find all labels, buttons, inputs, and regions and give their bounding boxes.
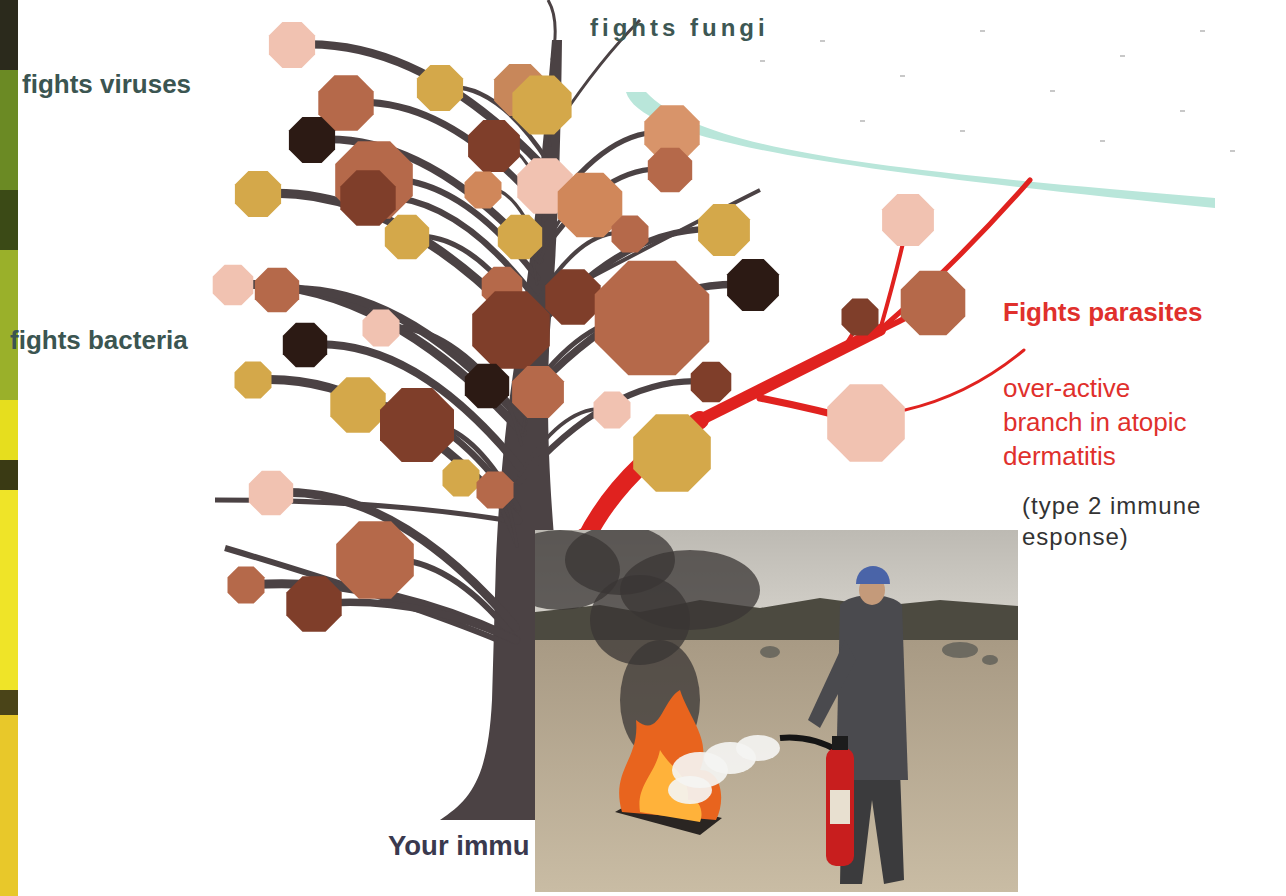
branch-label: fights viruses (22, 68, 282, 102)
leaf-octagon (468, 120, 520, 172)
leaf-octagon (472, 291, 550, 369)
leaf-octagon (842, 299, 879, 336)
man-helmet (856, 566, 890, 584)
speck (1200, 30, 1205, 32)
photo-ground (535, 640, 1018, 892)
leaf-octagon (213, 265, 254, 306)
strip-patch (0, 250, 18, 400)
speck (760, 60, 765, 62)
leaf-octagon (727, 259, 779, 311)
speck (820, 40, 825, 42)
branch-label: fights fungi (590, 12, 890, 43)
man-arm (808, 640, 856, 728)
strip-patch (0, 400, 18, 460)
leaf-octagon (698, 204, 750, 256)
leaf-octagon (249, 471, 293, 515)
speck (1120, 55, 1125, 57)
speck (900, 75, 905, 77)
leaf-octagon (228, 567, 265, 604)
callout-note: over-active branch in atopic dermatitis (1003, 372, 1213, 473)
leaf-octagon (691, 362, 732, 403)
strip-patch (0, 70, 18, 190)
tree-branch (314, 602, 516, 640)
leaf-octagon (380, 388, 454, 462)
leaf-octagon (648, 148, 692, 192)
extinguisher-spray (736, 735, 780, 761)
leaf-octagon (336, 521, 414, 599)
speck (1180, 110, 1185, 112)
extinguisher-label (830, 790, 850, 824)
speck (1230, 150, 1235, 152)
leaf-octagon (385, 215, 429, 259)
callout-note: (type 2 immune esponse) (1022, 490, 1222, 552)
tree-twig (548, 0, 555, 60)
leaf-octagon (283, 323, 327, 367)
leaf-octagon (443, 460, 480, 497)
leaf-octagon (235, 171, 281, 217)
leaf-octagon (465, 364, 509, 408)
leaf-octagon (477, 472, 514, 509)
photo-far-object (982, 655, 998, 665)
leaf-octagon (512, 75, 571, 134)
leaf-octagon (286, 576, 341, 631)
strip-patch (0, 490, 18, 690)
leaf-octagon (512, 366, 564, 418)
edge-photo-strip (0, 0, 18, 896)
extinguisher-spray (668, 776, 712, 804)
photo-far-object (942, 642, 978, 658)
diagram-title: Your immu (388, 828, 530, 864)
speck (980, 30, 985, 32)
swoosh-band (626, 92, 1215, 208)
leaf-octagon (545, 269, 600, 324)
extinguisher-body (826, 748, 854, 866)
photo-far-object (760, 646, 780, 658)
strip-patch (0, 690, 18, 715)
strip-patch (0, 715, 18, 896)
leaf-octagon (633, 414, 711, 492)
extinguisher-valve (832, 736, 848, 750)
speck (1100, 140, 1105, 142)
branch-label: Fights parasites (1003, 296, 1283, 330)
leaf-octagon (882, 194, 934, 246)
tree-twig (560, 20, 640, 120)
strip-patch (0, 0, 18, 70)
leaf-octagon (612, 216, 649, 253)
leaf-octagon (594, 392, 631, 429)
leaf-octagon (465, 172, 502, 209)
leaf-octagon (498, 215, 542, 259)
speck (860, 120, 865, 122)
leaf-octagon (235, 362, 272, 399)
leaf-octagon (417, 65, 463, 111)
strip-patch (0, 190, 18, 250)
leaf-octagon (595, 261, 710, 376)
leaf-octagon (255, 268, 299, 312)
speck (960, 130, 965, 132)
leaf-octagon (901, 271, 966, 336)
leaf-octagon (827, 384, 905, 462)
leaf-octagon (289, 117, 335, 163)
leaf-octagon (340, 170, 395, 225)
speck (1050, 90, 1055, 92)
leaf-octagon (330, 377, 385, 432)
leaf-octagon (269, 22, 315, 68)
overactive-branch (905, 350, 1024, 410)
strip-patch (0, 460, 18, 490)
branch-label: fights bacteria (10, 324, 270, 358)
tree-branch (305, 344, 520, 467)
leaf-octagon (363, 310, 400, 347)
fire-extinguisher-photo (535, 530, 1018, 892)
